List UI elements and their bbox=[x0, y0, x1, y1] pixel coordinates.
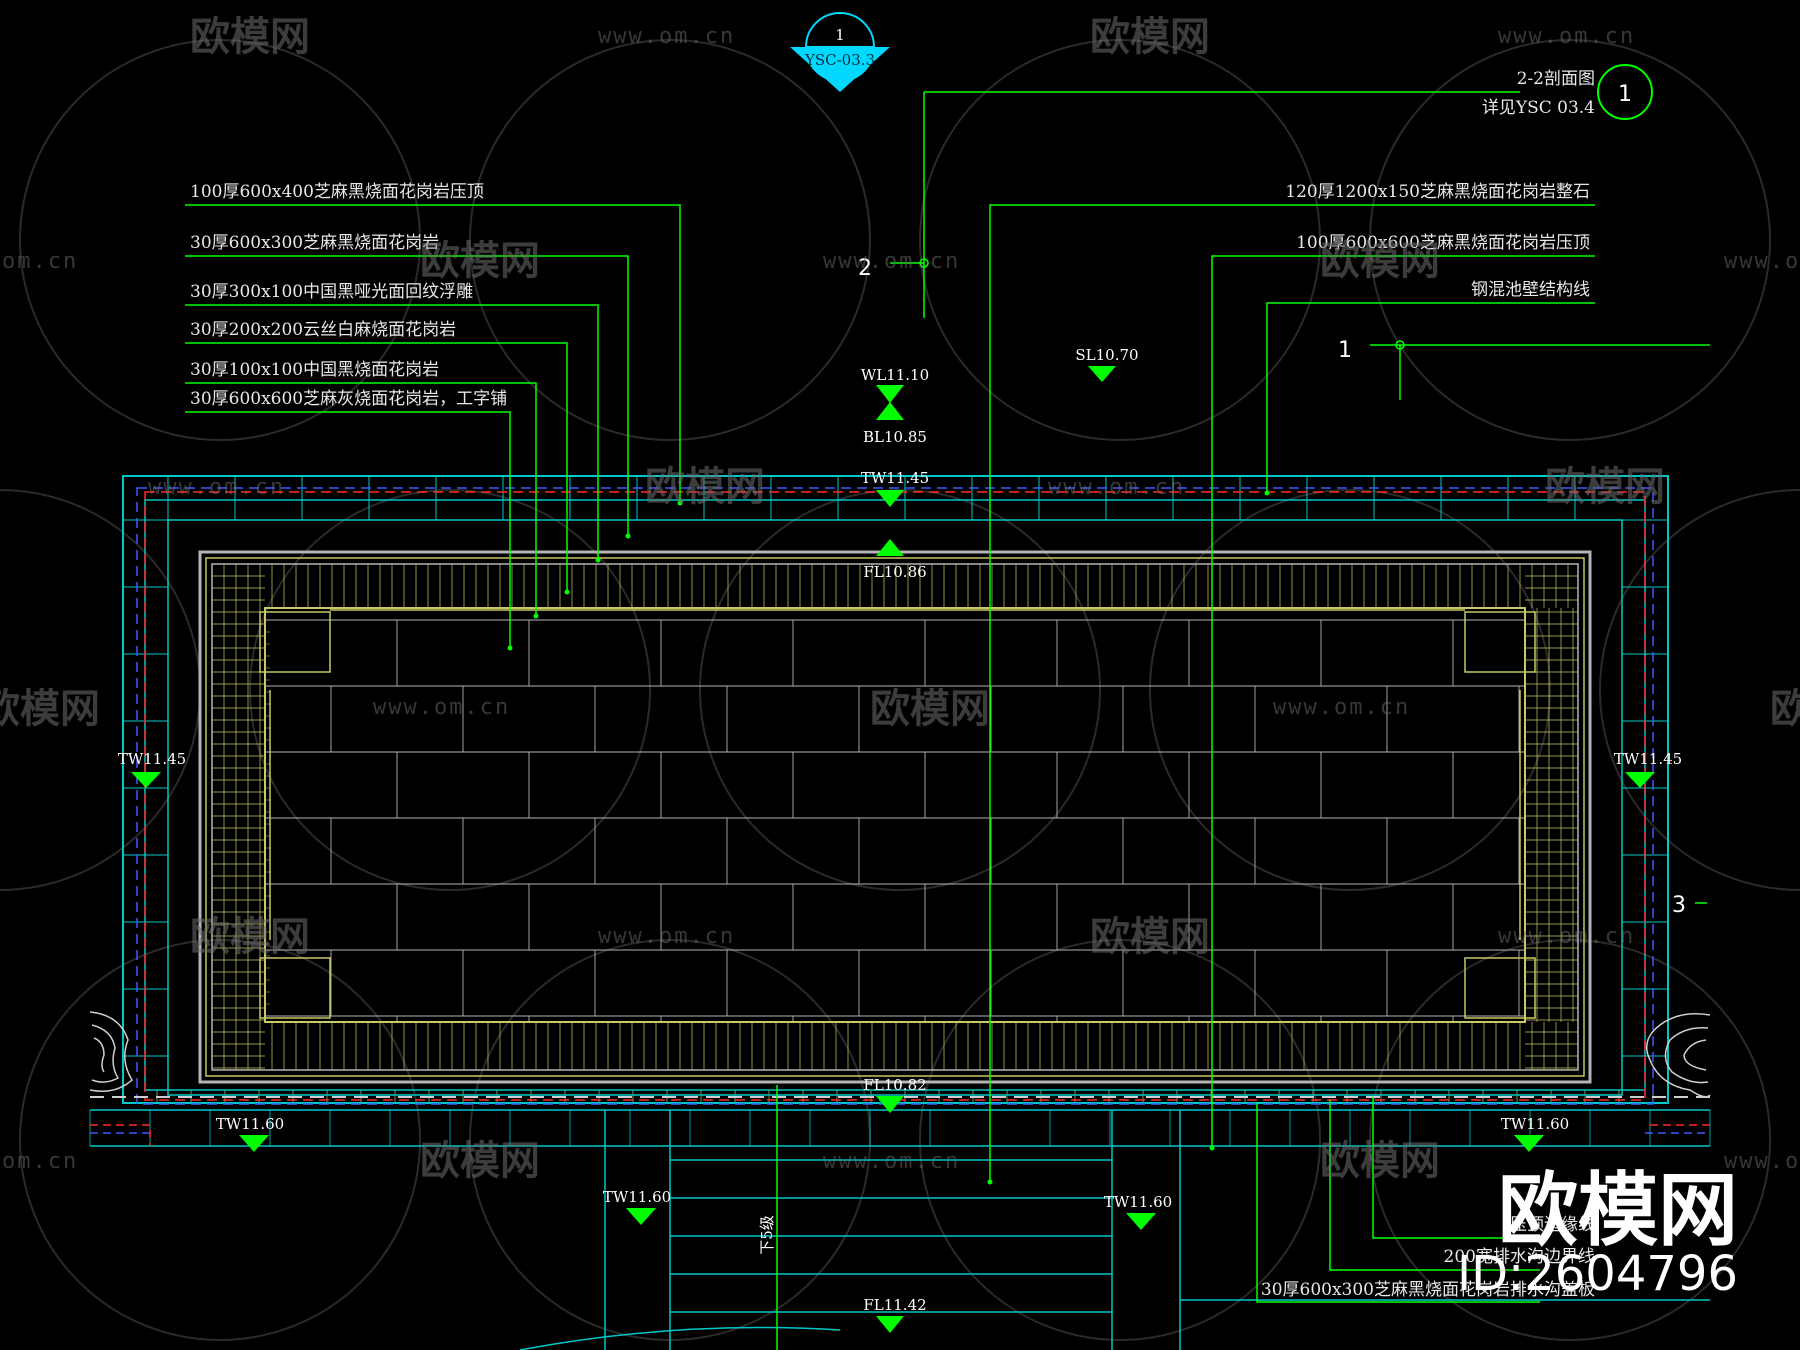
note-coping-right: 100厚600x600芝麻黑烧面花岗岩压顶 bbox=[1296, 233, 1590, 253]
paving-grid bbox=[89, 476, 1711, 1146]
watermark-brand: 欧模网 bbox=[420, 1138, 540, 1184]
elev-slab-level: SL10.70 bbox=[1075, 346, 1138, 364]
note-coping-edge: 压顶边缘线 bbox=[1510, 1215, 1595, 1235]
note-wall-facing: 30厚600x300芝麻黑烧面花岗岩 bbox=[190, 233, 439, 253]
watermark-url-short: om.cn bbox=[2, 1149, 78, 1174]
rock-outline-left bbox=[89, 1011, 133, 1092]
elev-top-wall-top: TW11.45 bbox=[861, 469, 929, 487]
rock-outline-right bbox=[1645, 1013, 1711, 1098]
watermark-brand: 欧模网 bbox=[870, 686, 990, 732]
cut-marker-1: 1 bbox=[1338, 338, 1352, 363]
detail-marker-number: 1 bbox=[835, 26, 845, 44]
watermark-url: www.om.cn bbox=[598, 24, 735, 49]
elev-floor-bottom: FL10.82 bbox=[863, 1076, 926, 1094]
detail-marker-sheet: YSC-03.3 bbox=[804, 51, 875, 69]
watermark-brand: 欧模网 bbox=[645, 464, 765, 510]
watermark-brand-cut: 欧模网 bbox=[0, 686, 100, 732]
elevation-labels: WL11.10 BL10.85 SL10.70 TW11.45 FL10.86 … bbox=[118, 346, 1682, 1314]
watermark-brand: 欧模网 bbox=[420, 238, 540, 284]
bottom-notes: 压顶边缘线 200宽排水沟边界线 30厚600x300芝麻黑烧面花岗岩排水沟盖板 bbox=[1261, 1215, 1595, 1300]
right-notes: 120厚1200x150芝麻黑烧面花岗岩整石 100厚600x600芝麻黑烧面花… bbox=[1285, 182, 1590, 300]
elev-floor-step: FL11.42 bbox=[863, 1296, 926, 1314]
watermark-url: www.om.cn bbox=[823, 1149, 960, 1174]
watermark-brand: 欧模网 bbox=[190, 14, 310, 60]
watermark-url-short: om.cn bbox=[2, 249, 78, 274]
note-coping: 100厚600x400芝麻黑烧面花岗岩压顶 bbox=[190, 182, 484, 202]
elev-top-wall-bottom-right: TW11.60 bbox=[1501, 1115, 1569, 1133]
elev-floor-top: FL10.86 bbox=[863, 563, 926, 581]
section-reference: 2-2剖面图 详见YSC 03.4 1 bbox=[1482, 64, 1653, 120]
detail-marker: 1 YSC-03.3 bbox=[790, 12, 890, 92]
note-drain-boundary: 200宽排水沟边界线 bbox=[1444, 1247, 1595, 1267]
section-title: 2-2剖面图 bbox=[1517, 69, 1595, 89]
leader-lines bbox=[185, 91, 1710, 1350]
note-structure-line: 钢混池壁结构线 bbox=[1471, 280, 1590, 300]
watermark-url: www.om.cn bbox=[1724, 249, 1800, 274]
elev-bottom-level: BL10.85 bbox=[863, 428, 927, 446]
cut-marker-3: 3 bbox=[1672, 893, 1686, 918]
note-floor-paving: 30厚600x600芝麻灰烧面花岗岩，工字铺 bbox=[190, 389, 507, 409]
watermark-url: www.om.cn bbox=[1498, 924, 1635, 949]
note-white-tile: 30厚200x200云丝白麻烧面花岗岩 bbox=[190, 320, 456, 340]
watermark-brand: 欧模网 bbox=[1545, 464, 1665, 510]
pool-outline bbox=[90, 475, 1710, 1350]
cut-marker-2: 2 bbox=[858, 256, 872, 281]
watermark-url: www.om.cn bbox=[823, 249, 960, 274]
elev-step-right: TW11.60 bbox=[1104, 1193, 1172, 1211]
note-black-tile: 30厚100x100中国黑烧面花岗岩 bbox=[190, 360, 439, 380]
note-drain-cover: 30厚600x300芝麻黑烧面花岗岩排水沟盖板 bbox=[1261, 1280, 1595, 1300]
watermark-brand: 欧模网 bbox=[1090, 914, 1210, 960]
elev-top-wall-right: TW11.45 bbox=[1614, 750, 1682, 768]
brand-id: ID:2604796 bbox=[1457, 1246, 1738, 1302]
watermark-brand: 欧模网 bbox=[1320, 238, 1440, 284]
brand-mark: 欧模网 ID:2604796 bbox=[1457, 1164, 1738, 1302]
elev-top-wall-left: TW11.45 bbox=[118, 750, 186, 768]
watermark-text: 欧模网 www.om.cn 欧模网 www.om.cn om.cn www.om… bbox=[0, 14, 1800, 1184]
note-stone-step: 120厚1200x150芝麻黑烧面花岗岩整石 bbox=[1285, 182, 1590, 202]
watermark-url: www.om.cn bbox=[373, 695, 510, 720]
note-relief-band: 30厚300x100中国黑哑光面回纹浮雕 bbox=[190, 282, 473, 302]
left-notes: 100厚600x400芝麻黑烧面花岗岩压顶 30厚600x300芝麻黑烧面花岗岩… bbox=[190, 182, 507, 409]
watermark-url: www.om.cn bbox=[1498, 24, 1635, 49]
watermark-url: www.om.cn bbox=[1724, 1149, 1800, 1174]
watermark-url: www.om.cn bbox=[1048, 475, 1185, 500]
section-ref-sheet: 详见YSC 03.4 bbox=[1482, 98, 1595, 118]
elev-water-level: WL11.10 bbox=[861, 366, 929, 384]
section-ref-number: 1 bbox=[1618, 82, 1632, 107]
watermark-brand: 欧模网 bbox=[190, 914, 310, 960]
watermark-url: www.om.cn bbox=[148, 475, 285, 500]
watermark-url: www.om.cn bbox=[1273, 695, 1410, 720]
elev-top-wall-bottom-left: TW11.60 bbox=[216, 1115, 284, 1133]
watermark-brand: 欧模网 bbox=[1090, 14, 1210, 60]
elev-step-left: TW11.60 bbox=[603, 1188, 671, 1206]
brand-name: 欧模网 bbox=[1498, 1164, 1738, 1257]
leader-dots bbox=[507, 258, 1405, 1185]
stair-direction-label: 下5级 bbox=[758, 1215, 776, 1255]
watermark-brand: 欧模网 bbox=[1320, 1138, 1440, 1184]
watermark-brand: 欧模网 bbox=[1770, 686, 1800, 732]
elevation-markers bbox=[131, 366, 1655, 1333]
watermark-url: www.om.cn bbox=[598, 924, 735, 949]
